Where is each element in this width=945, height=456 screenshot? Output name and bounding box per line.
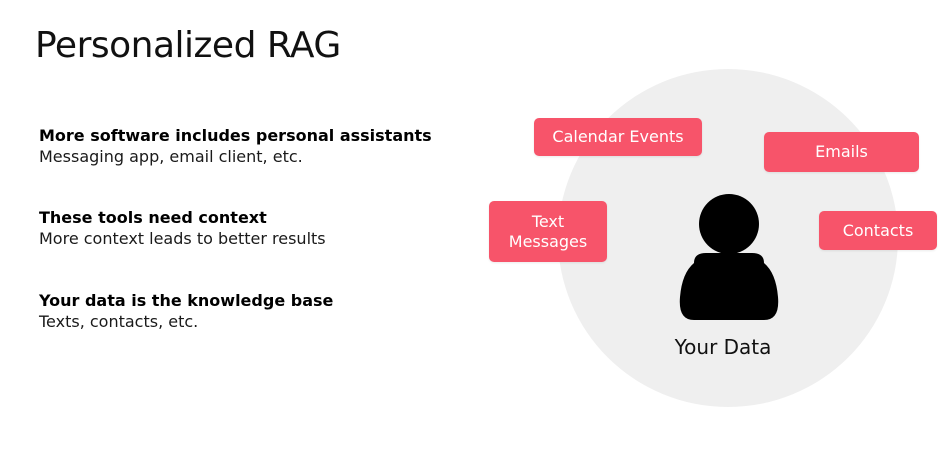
bullet-detail: Messaging app, email client, etc. [39,147,303,166]
bullet-point-assistants: More software includes personal assistan… [39,125,432,167]
tag-calendar-events: Calendar Events [534,118,702,156]
bullet-heading: Your data is the knowledge base [39,291,334,310]
person-icon [679,194,779,320]
bullet-point-knowledge-base: Your data is the knowledge base Texts, c… [39,290,333,332]
tag-text-line: Text [531,211,565,231]
bullet-heading: More software includes personal assistan… [39,126,432,145]
tag-emails: Emails [764,132,919,172]
bullet-point-context: These tools need context More context le… [39,207,326,249]
your-data-label: Your Data [674,335,772,359]
slide-title: Personalized RAG [35,25,341,66]
tag-text-line: Messages [508,231,588,251]
bullet-heading: These tools need context [39,208,267,227]
bullet-detail: More context leads to better results [39,229,326,248]
bullet-detail: Texts, contacts, etc. [39,312,199,331]
tag-text-messages: Text Messages [489,201,607,262]
tag-contacts: Contacts [819,211,937,250]
